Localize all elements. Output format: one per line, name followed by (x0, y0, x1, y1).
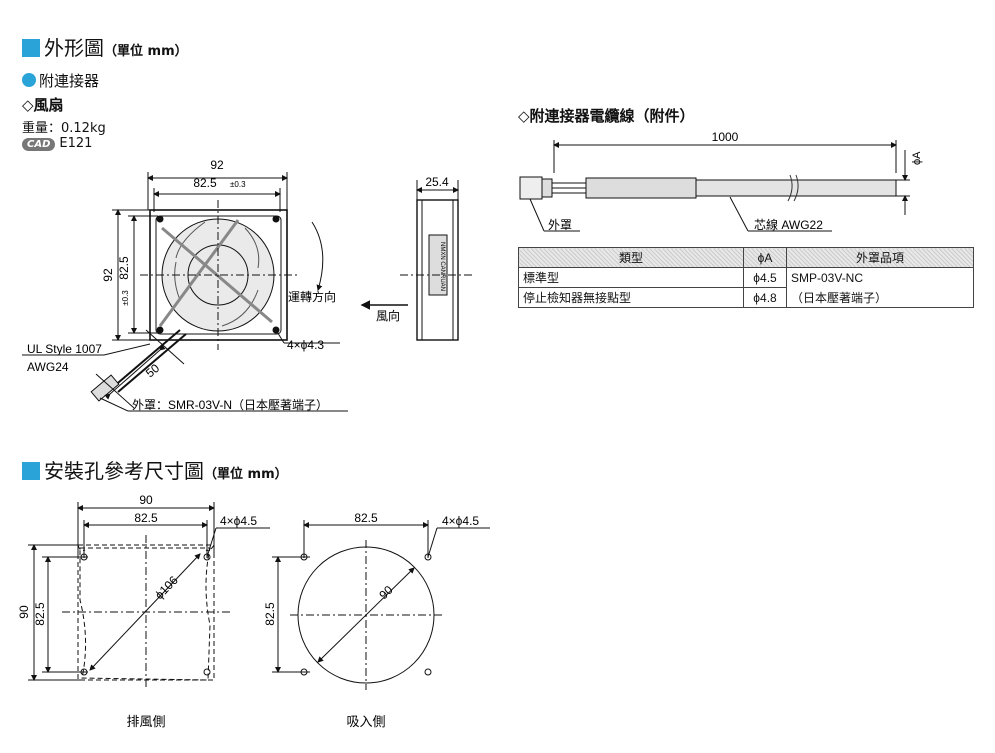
header-phi: ϕA (743, 247, 787, 268)
blue-square-icon (22, 39, 40, 57)
cad-code: E121 (59, 136, 93, 151)
cable-core-label: 芯線 AWG22 (754, 217, 823, 232)
ex-diameter-label: ϕ106 (152, 573, 181, 602)
exhaust-side-label: 排風側 (126, 714, 165, 729)
in-dim-825-left: 82.5 (263, 602, 277, 626)
ex-dim-90-left: 90 (17, 605, 31, 619)
in-holes-label: 4×ϕ4.5 (442, 514, 479, 528)
cad-badge[interactable]: CAD (22, 138, 56, 151)
dim-92-left: 92 (101, 268, 115, 282)
row-part: SMP-03V-NC (786, 267, 974, 288)
cable-length: 1000 (712, 130, 739, 144)
blue-square-icon (22, 462, 40, 480)
airflow-label: 風向 (376, 308, 400, 323)
in-diameter-label: 90 (376, 583, 396, 603)
table-row: 標準型 ϕ4.5 SMP-03V-NC (518, 267, 974, 288)
cable-housing-label: 外罩 (548, 218, 572, 232)
tol-top: ±0.3 (230, 180, 246, 189)
dim-825-top: 82.5 (193, 176, 217, 190)
blue-dot-icon (22, 73, 36, 87)
rotation-label: 運轉方向 (288, 289, 336, 304)
section-title-mounting: 安裝孔參考尺寸圖（單位 mm） (22, 455, 288, 484)
connector-heading: 附連接器 (22, 70, 99, 91)
housing-label: 外罩：SMR-03V-N（日本壓著端子） (132, 398, 328, 412)
ex-dim-825-top: 82.5 (134, 511, 158, 525)
in-dim-825-top: 82.5 (354, 511, 378, 525)
row-type: 標準型 (518, 267, 744, 288)
mounting-hole-drawing: 90 82.5 4×ϕ4.5 90 82.5 ϕ106 排風側 82.5 4×ϕ… (17, 493, 490, 729)
header-type: 類型 (518, 247, 744, 268)
row-type: 停止檢知器無接點型 (518, 287, 744, 308)
wire-length-label: 50 (143, 361, 162, 381)
wire-awg-label: AWG24 (27, 360, 69, 374)
cable-drawing: 1000 ϕA 外罩 芯線 AWG22 (519, 130, 923, 232)
phi-a-label: ϕA (911, 151, 923, 165)
fan-outline-drawing: 92 82.5 ±0.3 92 82.5 ±0.3 運轉方向 風向 4×ϕ4.3… (22, 158, 475, 412)
dim-825-left: 82.5 (117, 256, 131, 280)
fan-heading: ◇風扇 (22, 96, 64, 114)
table-row: 停止檢知器無接點型 ϕ4.8 （日本壓著端子） (518, 287, 974, 308)
ex-dim-90-top: 90 (139, 493, 153, 507)
intake-side-label: 吸入側 (346, 714, 385, 729)
dim-92-top: 92 (210, 158, 224, 172)
tol-left: ±0.3 (121, 290, 130, 306)
weight-text: 重量：0.12kg (22, 121, 106, 136)
side-label-text: NMXN CANRUAN (439, 242, 445, 291)
header-part: 外罩品項 (786, 247, 974, 268)
row-phi: ϕ4.8 (743, 287, 787, 308)
ex-dim-825-left: 82.5 (33, 602, 47, 626)
table-header-row: 類型 ϕA 外罩品項 (518, 247, 974, 268)
row-part: （日本壓著端子） (786, 287, 974, 308)
ex-holes-label: 4×ϕ4.5 (220, 514, 257, 528)
wire-style-label: UL Style 1007 (27, 342, 102, 356)
cable-spec-table: 類型 ϕA 外罩品項 標準型 ϕ4.5 SMP-03V-NC 停止檢知器無接點型… (518, 247, 974, 308)
cable-heading: ◇附連接器電纜線（附件） (518, 107, 695, 125)
side-width-label: 25.4 (425, 175, 449, 189)
section-title-outline: 外形圖（單位 mm） (22, 32, 188, 61)
row-phi: ϕ4.5 (743, 267, 787, 288)
holes-label: 4×ϕ4.3 (287, 338, 324, 352)
